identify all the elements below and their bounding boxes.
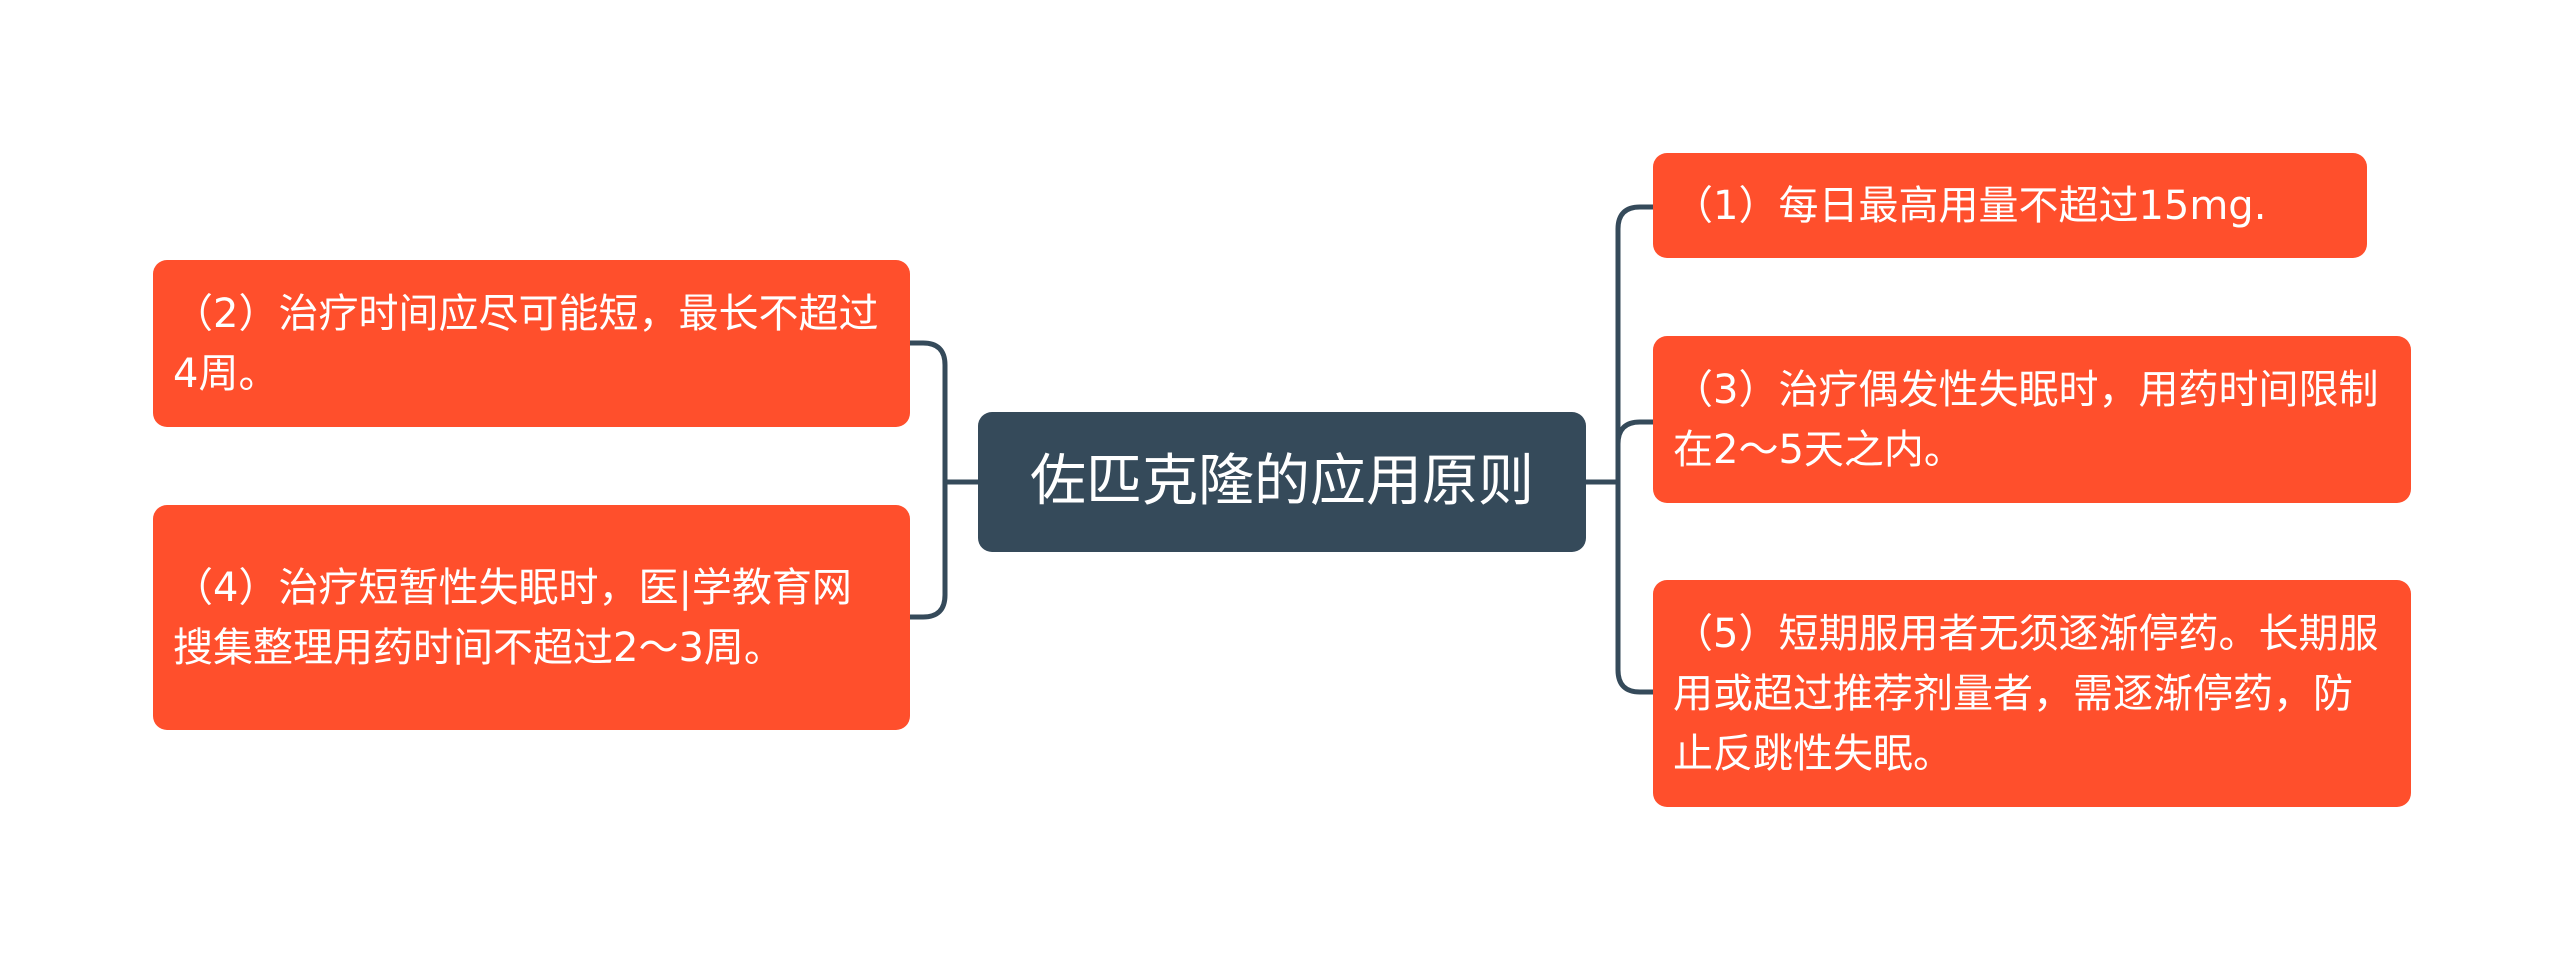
connector-left-node-2 [907, 340, 948, 485]
central-topic-label: 佐匹克隆的应用原则 [1030, 449, 1534, 515]
branch-node-2[interactable]: （2）治疗时间应尽可能短，最长不超过4周。 [153, 260, 910, 427]
connector-right-node-3 [1615, 419, 1656, 485]
branch-node-2-label: （2）治疗时间应尽可能短，最长不超过4周。 [173, 290, 879, 397]
branch-node-3-label: （3）治疗偶发性失眠时，用药时间限制在2～5天之内。 [1673, 366, 2379, 473]
branch-node-1[interactable]: （1）每日最高用量不超过15mg. [1653, 153, 2367, 258]
connector-right-node-5 [1615, 479, 1656, 695]
branch-node-5-label: （5）短期服用者无须逐渐停药。长期服用或超过推荐剂量者，需逐渐停药，防止反跳性失… [1673, 610, 2379, 777]
central-topic[interactable]: 佐匹克隆的应用原则 [978, 412, 1586, 552]
connector-left-node-4 [907, 479, 948, 620]
branch-node-5[interactable]: （5）短期服用者无须逐渐停药。长期服用或超过推荐剂量者，需逐渐停药，防止反跳性失… [1653, 580, 2411, 807]
branch-node-4-label: （4）治疗短暂性失眠时，医|学教育网搜集整理用药时间不超过2～3周。 [173, 564, 852, 671]
branch-node-3[interactable]: （3）治疗偶发性失眠时，用药时间限制在2～5天之内。 [1653, 336, 2411, 503]
connector-right-node-1 [1615, 204, 1656, 485]
branch-node-4[interactable]: （4）治疗短暂性失眠时，医|学教育网搜集整理用药时间不超过2～3周。 [153, 505, 910, 730]
branch-node-1-label: （1）每日最高用量不超过15mg. [1673, 182, 2267, 229]
